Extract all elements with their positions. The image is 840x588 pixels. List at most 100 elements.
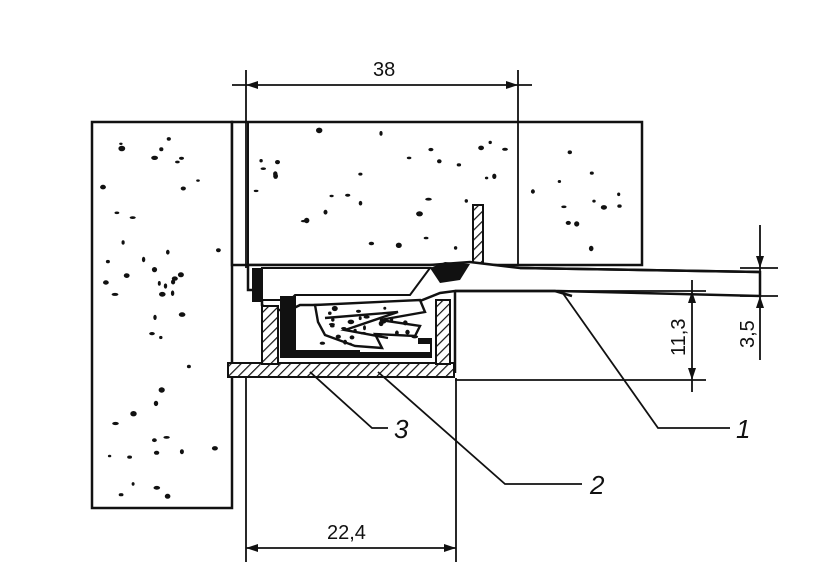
aggregate-dot [561, 205, 567, 209]
insert-texture-dot [328, 323, 335, 326]
aggregate-dot [428, 147, 434, 152]
aggregate-dot [304, 217, 310, 224]
callout-2-label: 2 [589, 470, 605, 500]
inner-profile [280, 296, 432, 358]
callout-1-label: 1 [736, 414, 750, 444]
insert-texture-dot [319, 341, 326, 345]
aggregate-dot [166, 137, 171, 141]
aggregate-dot [600, 205, 608, 210]
callout-3-label: 3 [394, 414, 409, 444]
aggregate-dot [164, 493, 171, 499]
aggregate-dot [216, 248, 221, 253]
cover-strip [246, 260, 762, 373]
aggregate-dot [464, 199, 468, 203]
aggregate-dot [478, 145, 484, 151]
insert-texture-dot [331, 305, 338, 312]
aggregate-dot [179, 156, 184, 160]
dimension-step-label: 3,5 [737, 320, 759, 348]
aggregate-dot [196, 179, 200, 182]
aggregate-dot [105, 259, 110, 264]
aggregate-dot [588, 245, 594, 252]
aggregate-dot [152, 438, 157, 443]
aggregate-dot [163, 436, 170, 439]
aggregate-dot [179, 449, 184, 455]
left-concrete-block [90, 120, 234, 510]
insert-texture-dot [363, 325, 366, 331]
aggregate-dot [149, 332, 155, 336]
aggregate-dot [153, 314, 157, 320]
aggregate-dot [488, 140, 492, 145]
aggregate-dot [379, 131, 383, 136]
aggregate-dot [100, 184, 106, 190]
insert-texture-dot [379, 320, 386, 324]
aggregate-dot [131, 482, 135, 486]
upper-concrete-slab [230, 120, 644, 267]
dimension-height-label: 11,3 [668, 319, 690, 356]
aggregate-dot [157, 281, 161, 286]
aggregate-dot [159, 147, 164, 152]
insert-texture-dot [347, 319, 355, 325]
aggregate-dot [171, 279, 176, 285]
aggregate-dot [118, 493, 124, 497]
insert-texture-dot [358, 316, 362, 321]
aggregate-dot [211, 446, 218, 451]
aggregate-dot [437, 159, 442, 164]
aggregate-dot [177, 272, 184, 278]
aggregate-dot [273, 171, 278, 177]
dimension-top-label: 38 [373, 59, 395, 81]
aggregate-dot [127, 455, 132, 459]
aggregate-dot [151, 267, 158, 273]
aggregate-dot [316, 127, 323, 134]
aggregate-dot [118, 145, 126, 152]
insert-texture-dot [335, 334, 341, 339]
aggregate-dot [159, 291, 166, 297]
aggregate-dot [171, 276, 178, 281]
aggregate-dot [492, 173, 497, 179]
aggregate-dot [358, 200, 363, 206]
aggregate-dot [111, 292, 119, 296]
dimension-bottom: 22,4 [245, 378, 457, 562]
base-channel [227, 299, 455, 378]
aggregate-dot [151, 155, 159, 160]
insert-texture-dot [331, 317, 335, 322]
aggregate-dot [260, 167, 266, 170]
aggregate-dot [565, 220, 571, 225]
aggregate-dot [567, 150, 572, 155]
callout-1: 1 [561, 291, 750, 444]
aggregate-dot [159, 335, 163, 340]
callout-3: 3 [309, 371, 409, 444]
aggregate-dot [107, 454, 112, 458]
insert-texture-dot [341, 327, 347, 330]
aggregate-dot [358, 172, 363, 176]
aggregate-dot [617, 204, 622, 208]
aggregate-dot [141, 256, 146, 263]
insert-texture-dot [403, 320, 408, 326]
aggregate-dot [574, 221, 580, 227]
aggregate-dot [175, 160, 180, 164]
aggregate-dot [406, 156, 412, 160]
aggregate-dot [345, 193, 351, 197]
aggregate-dot [395, 242, 402, 248]
aggregate-dot [153, 485, 161, 490]
aggregate-dot [123, 273, 130, 278]
dimension-step: 3,5 [737, 225, 778, 360]
aggregate-dot [275, 160, 280, 165]
aggregate-dot [502, 147, 508, 151]
insert-texture-dot [360, 331, 367, 335]
aggregate-dot [114, 211, 120, 215]
aggregate-dot [253, 189, 259, 193]
insert-texture-dot [383, 306, 387, 310]
aggregate-dot [425, 197, 432, 201]
dimension-top: 38 [232, 59, 532, 268]
insert-texture-dot [353, 328, 357, 333]
aggregate-dot [456, 163, 462, 167]
insert-texture-dot [411, 335, 419, 339]
aggregate-dot [416, 211, 423, 217]
sealing-insert [313, 298, 427, 350]
aggregate-dot [484, 176, 489, 180]
aggregate-dot [259, 159, 263, 163]
insert-texture-dot [395, 330, 399, 336]
aggregate-dot [530, 189, 535, 194]
aggregate-dot [103, 280, 109, 285]
callout-2: 2 [377, 371, 605, 500]
